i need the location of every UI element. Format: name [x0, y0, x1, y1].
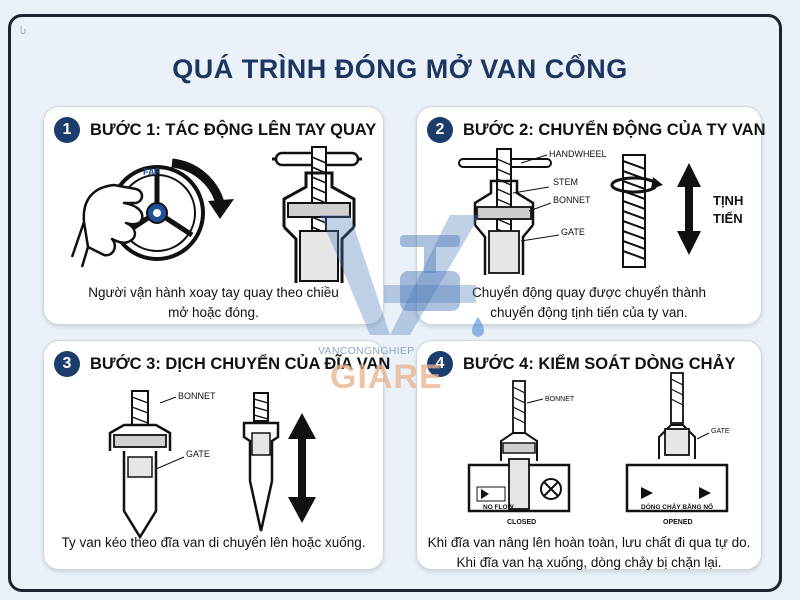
- opened-state-label: OPENED: [663, 519, 693, 526]
- rotation-arrow-icon: [610, 176, 663, 194]
- handwheel-operation-illustration: FAF: [70, 146, 362, 283]
- step-4-description-line: Khi đĩa van nâng lên hoàn toàn, lưu chất…: [427, 535, 751, 550]
- step-2-description: Chuyển động quay được chuyển thành chuyể…: [417, 283, 761, 323]
- step-1-description: Người vận hành xoay tay quay theo chiều …: [44, 283, 383, 323]
- step-1-title: BƯỚC 1: TÁC ĐỘNG LÊN TAY QUAY: [90, 120, 377, 139]
- translation-arrow-icon: [677, 163, 701, 255]
- step-3-description: Ty van kéo theo đĩa van di chuyển lên ho…: [44, 533, 383, 553]
- step-4-description: Khi đĩa van nâng lên hoàn toàn, lưu chất…: [417, 533, 761, 573]
- bonnet-callout: BONNET: [178, 391, 216, 401]
- gate-disc-movement-illustration: BONNET GATE: [108, 390, 316, 540]
- step-4-panel: 4 BƯỚC 4: KIỂM SOÁT DÒNG CHẢY NO FLOW BO…: [416, 340, 762, 570]
- step-4-title: BƯỚC 4: KIỂM SOÁT DÒNG CHẢY: [463, 354, 736, 373]
- step-2-number: 2: [427, 117, 453, 143]
- closed-state-label: CLOSED: [507, 519, 536, 526]
- step-3-number: 3: [54, 351, 80, 377]
- stem-callout: STEM: [553, 177, 578, 187]
- gate-disc-icon: [242, 392, 280, 532]
- step-4-header: 4 BƯỚC 4: KIỂM SOÁT DÒNG CHẢY: [427, 351, 736, 377]
- corner-mark: Ⴑ: [20, 26, 27, 37]
- bonnet-callout: BONNET: [553, 195, 591, 205]
- up-down-arrow-icon: [288, 413, 316, 523]
- step-3-header: 3 BƯỚC 3: DỊCH CHUYỂN CỦA ĐĨA VAN: [54, 351, 390, 377]
- threaded-stem-icon: [622, 154, 646, 268]
- bonnet-gate-assembly-icon: [108, 390, 172, 540]
- step-2-title: BƯỚC 2: CHUYỂN ĐỘNG CỦA TY VAN: [463, 120, 766, 139]
- gate-callout: GATE: [711, 428, 730, 435]
- flow-control-illustration: NO FLOW BONNET CLOSED DÒNG CHẢY BẰNG NỔ …: [467, 372, 730, 526]
- no-flow-label: NO FLOW: [483, 504, 515, 511]
- handwheel-callout: HANDWHEEL: [549, 149, 607, 159]
- flow-label: DÒNG CHẢY BẰNG NỔ: [641, 502, 713, 511]
- step-2-description-line: Chuyển động quay được chuyển thành: [471, 285, 707, 300]
- rotation-arrow-icon: [171, 158, 234, 219]
- step-2-description-line: chuyển động tịnh tiến của ty van.: [490, 305, 688, 320]
- stem-motion-illustration: HANDWHEEL STEM BONNET GATE TỊNH TIẾN: [458, 148, 743, 275]
- valve-top-section-icon: [272, 146, 362, 283]
- step-2-header: 2 BƯỚC 2: CHUYỂN ĐỘNG CỦA TY VAN: [427, 117, 765, 143]
- step-1-number: 1: [54, 117, 80, 143]
- step-4-number: 4: [427, 351, 453, 377]
- step-1-description-line: Người vận hành xoay tay quay theo chiều: [88, 285, 339, 300]
- gate-callout: GATE: [186, 449, 210, 459]
- motion-label-line-2: TIẾN: [713, 211, 743, 226]
- gate-callout: GATE: [561, 227, 585, 237]
- opened-valve-icon: [625, 372, 729, 513]
- step-3-panel: 3 BƯỚC 3: DỊCH CHUYỂN CỦA ĐĨA VAN BONNET…: [43, 340, 390, 570]
- step-1-header: 1 BƯỚC 1: TÁC ĐỘNG LÊN TAY QUAY: [54, 117, 376, 143]
- page-title: QUÁ TRÌNH ĐÓNG MỞ VAN CỔNG: [172, 54, 628, 84]
- watermark-tagline: GIARE: [330, 358, 443, 396]
- operator-hand-icon: [70, 183, 144, 268]
- step-2-panel: 2 BƯỚC 2: CHUYỂN ĐỘNG CỦA TY VAN HANDWHE…: [416, 106, 765, 325]
- step-1-panel: 1 BƯỚC 1: TÁC ĐỘNG LÊN TAY QUAY FAF: [43, 106, 384, 325]
- step-3-title: BƯỚC 3: DỊCH CHUYỂN CỦA ĐĨA VAN: [90, 354, 391, 373]
- step-1-description-line: mở hoặc đóng.: [168, 305, 259, 320]
- closed-valve-icon: [467, 380, 571, 513]
- step-3-description-line: Ty van kéo theo đĩa van di chuyển lên ho…: [61, 535, 366, 550]
- callout-lines: [512, 154, 560, 242]
- bonnet-callout: BONNET: [545, 396, 575, 403]
- watermark-brand: VANCONGNGHIEP: [318, 345, 415, 357]
- step-4-description-line: Khi đĩa van hạ xuống, dòng chảy bị chặn …: [456, 555, 722, 570]
- wheel-logo-text: FAF: [143, 167, 161, 177]
- gate-valve-cross-section-icon: [458, 148, 552, 275]
- motion-label-line-1: TỊNH: [713, 193, 743, 208]
